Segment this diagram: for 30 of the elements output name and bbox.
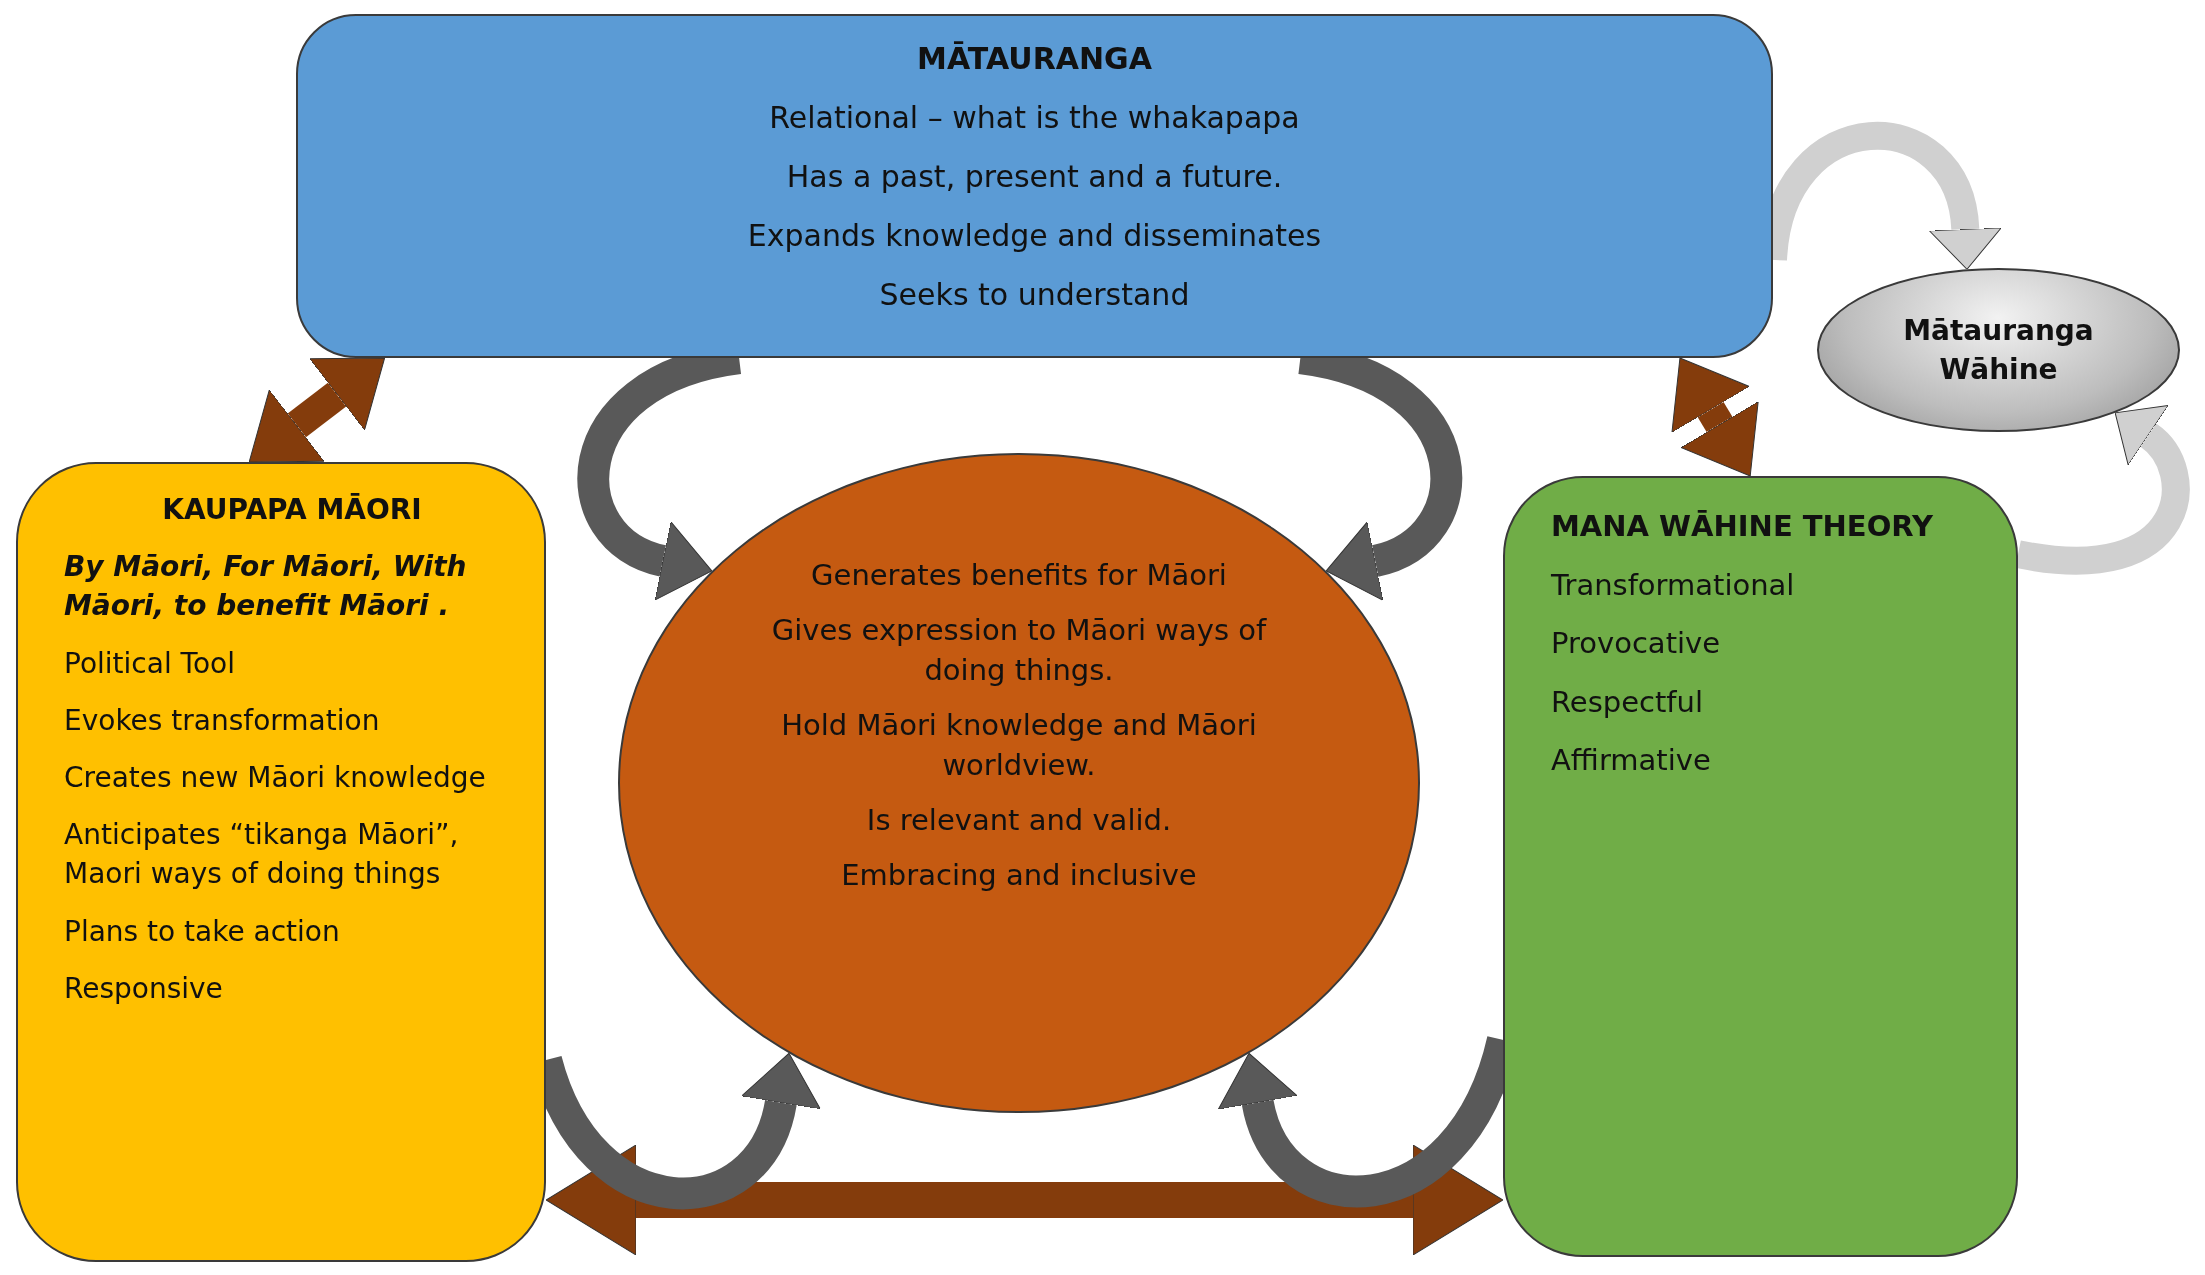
list-item: Provocative [1551,625,1721,663]
heading: MANA WĀHINE THEORY [1551,508,1934,545]
arrow [248,357,386,463]
concept-text: Generates benefits for Māori [811,557,1227,594]
list-item: Plans to take action [64,913,340,950]
concept-text: Gives expression to Māori ways of doing things. [770,611,1268,690]
concept-text: Is relevant and valid. [866,801,1172,839]
list-item: Anticipates “tikanga Māori”, Maori ways of doing things [64,817,460,893]
heading: KAUPAPA MĀORI [162,492,422,528]
list-item: Creates new Māori knowledge [64,759,486,796]
list-item: Transformational [1551,566,1795,604]
list-item: Relational – what is the whakapapa [769,99,1300,137]
list-item: Respectful [1551,683,1703,721]
list-item: Political Tool [64,645,235,682]
concept-text: Hold Māori knowledge and Māori worldview. [780,706,1258,785]
concept-box [16,462,546,1262]
list-item: Seeks to understand [879,276,1190,314]
heading: MĀTAURANGA [917,40,1152,78]
list-item: Has a past, present and a future. [786,158,1283,196]
list-item: Affirmative [1551,742,1711,780]
concept-box [296,14,1773,358]
arrow [545,1144,1504,1256]
concept-text: Mātauranga Wāhine [1902,312,2095,388]
list-item: Evokes transformation [64,702,380,739]
emphasis-text: By Māori, For Māori, With Māori, to benefit Māori . [64,549,468,625]
arrow [1671,357,1759,477]
list-item: Expands knowledge and disseminates [747,217,1322,255]
concept-box [1503,476,2018,1257]
list-item: Responsive [64,970,223,1007]
concept-text: Embracing and inclusive [841,856,1197,894]
